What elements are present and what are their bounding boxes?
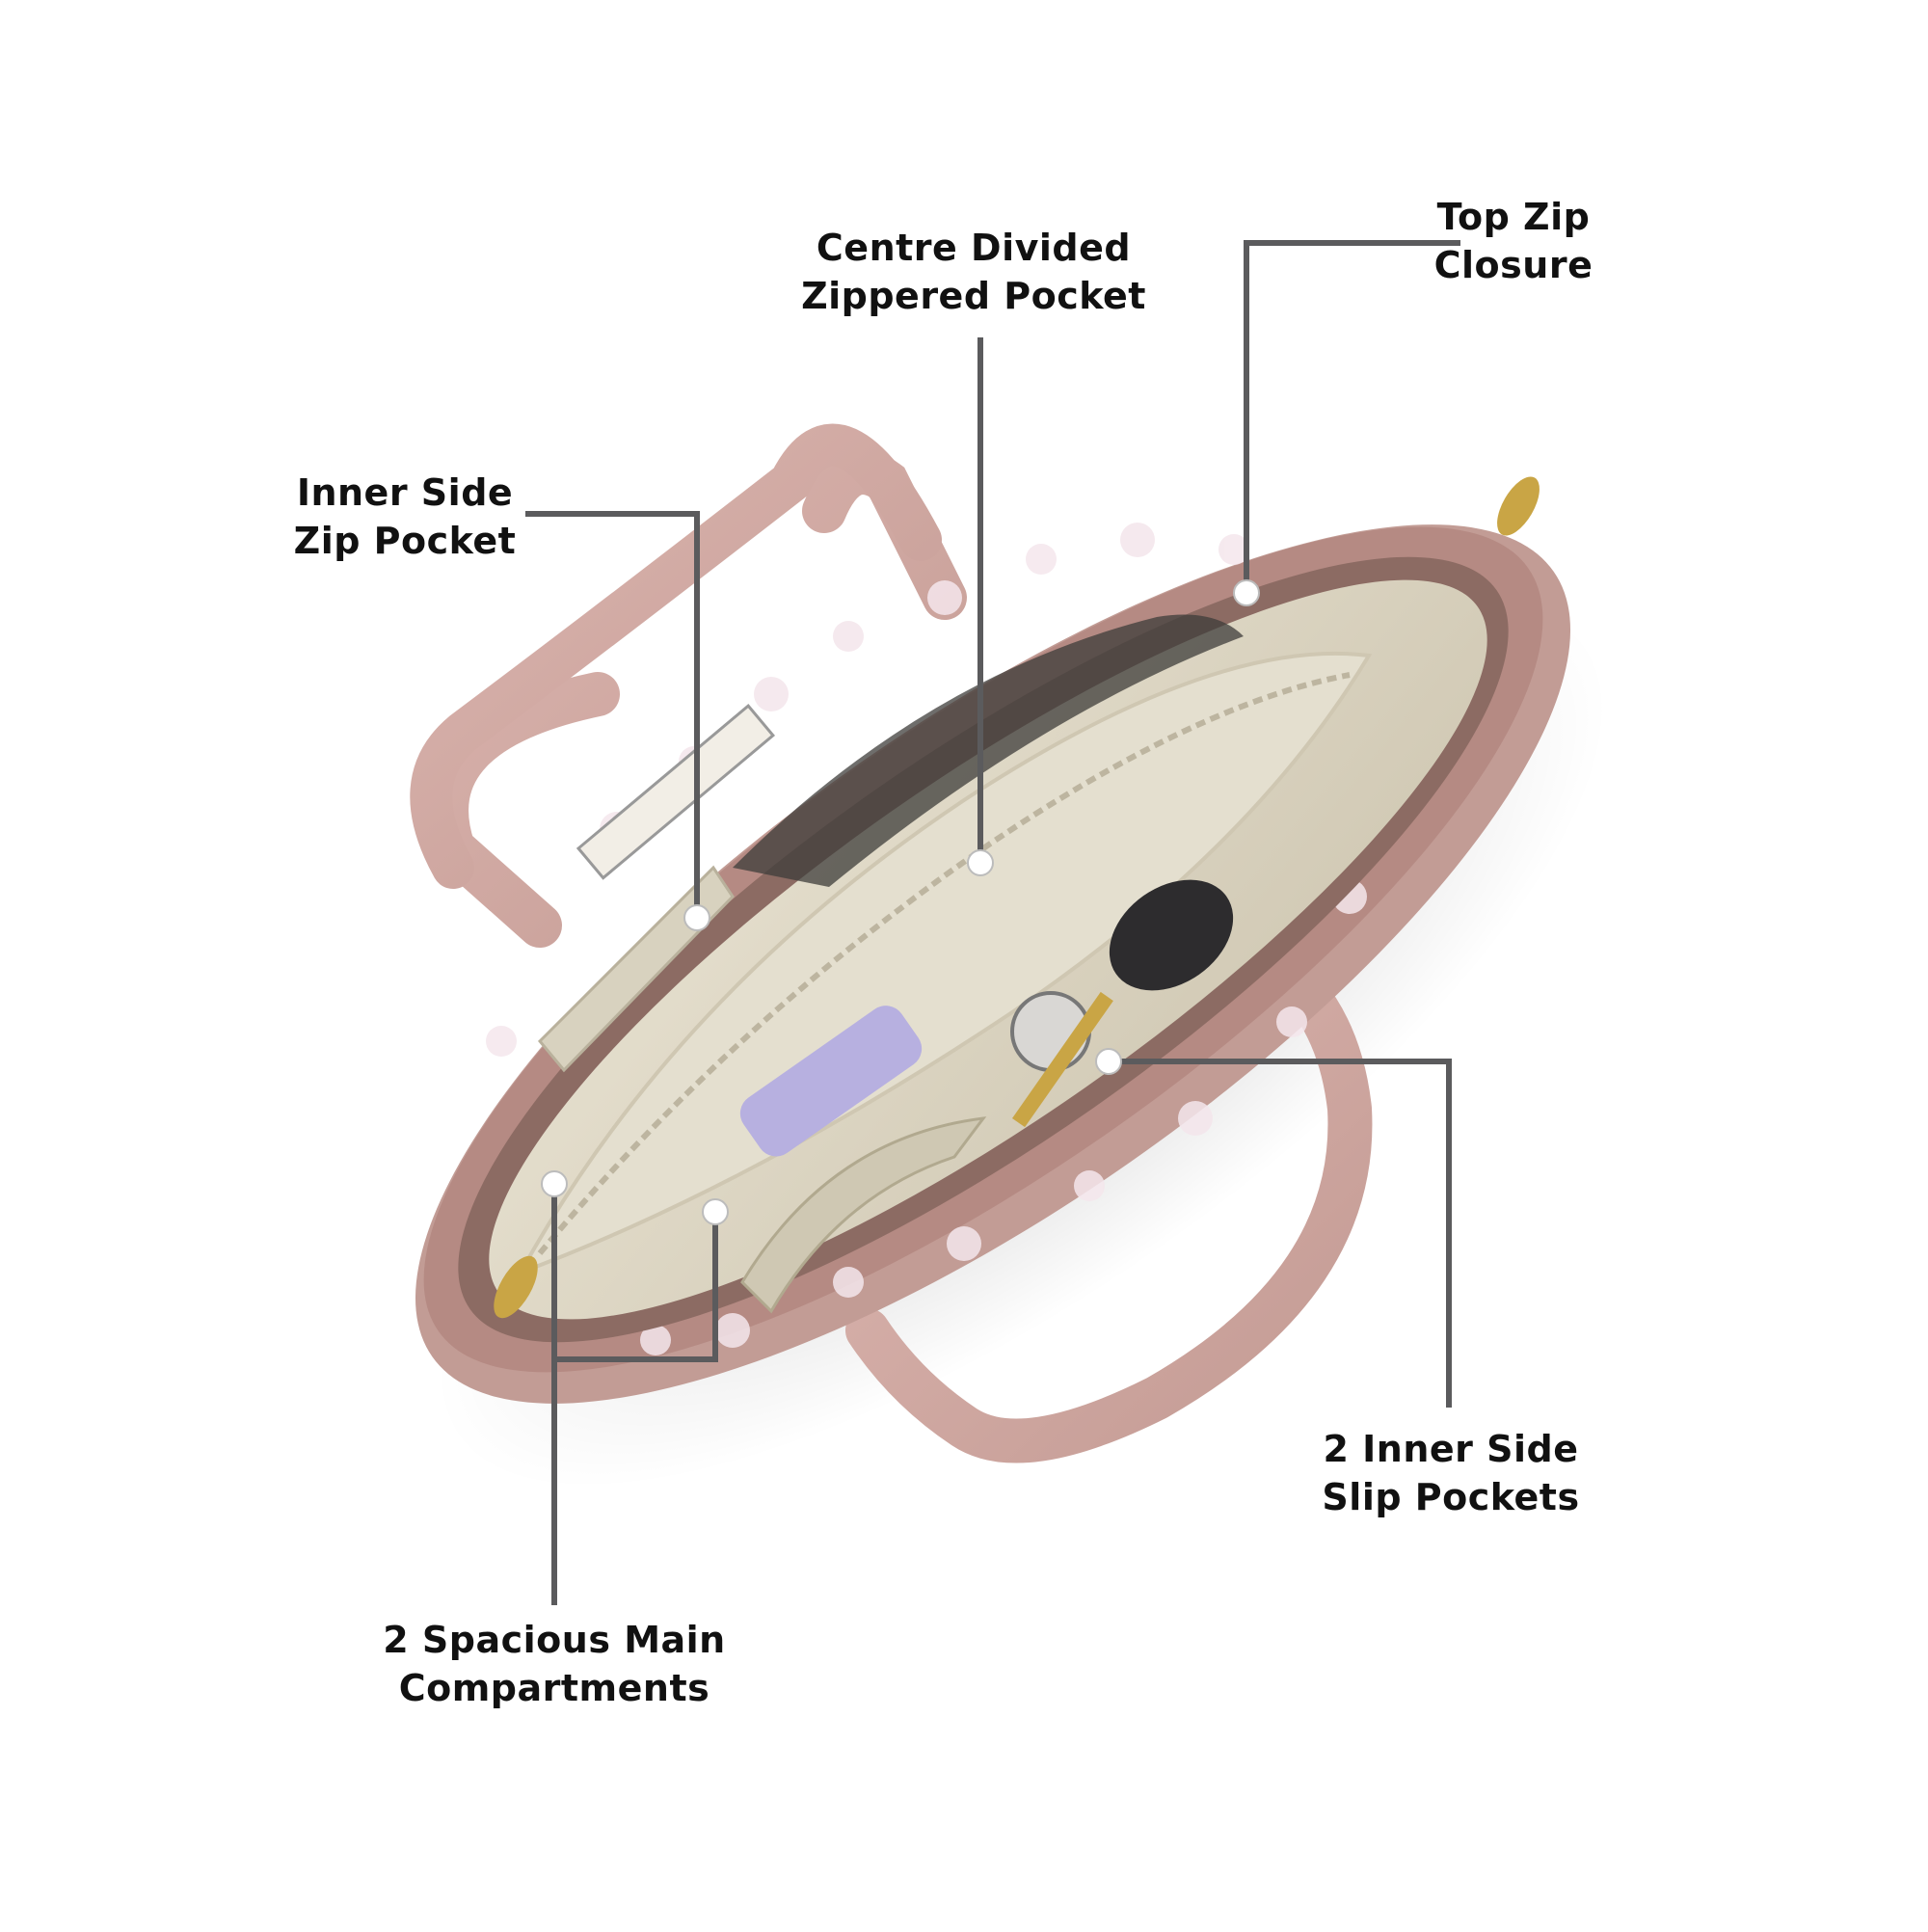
callout-inner-side-slip-pockets: 2 Inner Side Slip Pockets [1292,1425,1610,1521]
callout-line: Slip Pockets [1322,1476,1580,1518]
callout-line: Inner Side [296,471,514,514]
book-item [576,704,776,880]
leader-line-slip-pockets [1109,1059,1452,1408]
callout-line: Compartments [398,1667,710,1709]
bottom-zip-puller [494,1255,538,1319]
callout-line: Closure [1433,244,1593,286]
callout-line: Top Zip [1436,196,1591,238]
dot-inner-side-zip [683,904,710,931]
callout-line: Centre Divided [816,227,1132,269]
dot-centre-pocket [967,849,994,876]
leader-line-inner-side-zip [525,511,700,918]
top-zip-puller [1497,476,1540,536]
leader-line-main-compartments [551,1184,718,1362]
lilac-pouch [739,1006,923,1157]
callout-line: 2 Inner Side [1323,1428,1579,1470]
dot-top-zip [1233,579,1260,606]
round-compact [1109,879,1234,991]
back-handle-loop [410,423,942,889]
leader-line-top-zip [1244,240,1460,593]
leader-lines [525,240,1460,1605]
divider-zipper-line [537,672,1351,1255]
callout-line: Zippered Pocket [801,275,1146,317]
slip-pocket-shape [740,1116,987,1314]
dot-main-right [702,1198,729,1225]
callout-top-zip-closure: Top Zip Closure [1388,193,1639,289]
dot-main-left [541,1170,568,1197]
gold-logo-plate [1012,991,1113,1128]
callout-main-compartments: 2 Spacious Main Compartments [366,1616,742,1712]
callout-centre-divided-pocket: Centre Divided Zippered Pocket [771,224,1176,320]
leader-dots [541,579,1260,1225]
centre-divider-pocket [516,651,1373,1276]
callout-line: 2 Spacious Main [383,1619,726,1661]
interior-shadow-upper [733,614,1244,887]
dot-slip-pockets [1095,1048,1122,1075]
callout-line: Zip Pocket [293,520,517,562]
callout-inner-side-zip-pocket: Inner Side Zip Pocket [251,469,559,565]
front-handle [845,952,1373,1463]
